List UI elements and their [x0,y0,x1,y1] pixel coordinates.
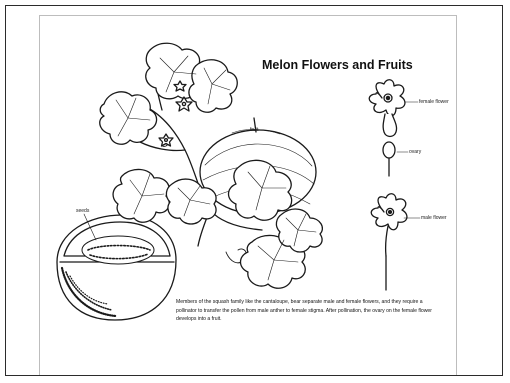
female-flower-drawing [369,80,418,176]
label-ovary: ovary [409,149,421,155]
label-seeds: seeds [76,208,89,214]
label-female-flower: female flower [419,99,449,105]
label-male-flower: male flower [421,215,447,221]
male-flower-drawing [371,194,420,290]
label-fruit: fruit [250,127,258,133]
cut-melon [57,214,176,320]
description-text: Members of the squash family like the ca… [176,298,444,324]
